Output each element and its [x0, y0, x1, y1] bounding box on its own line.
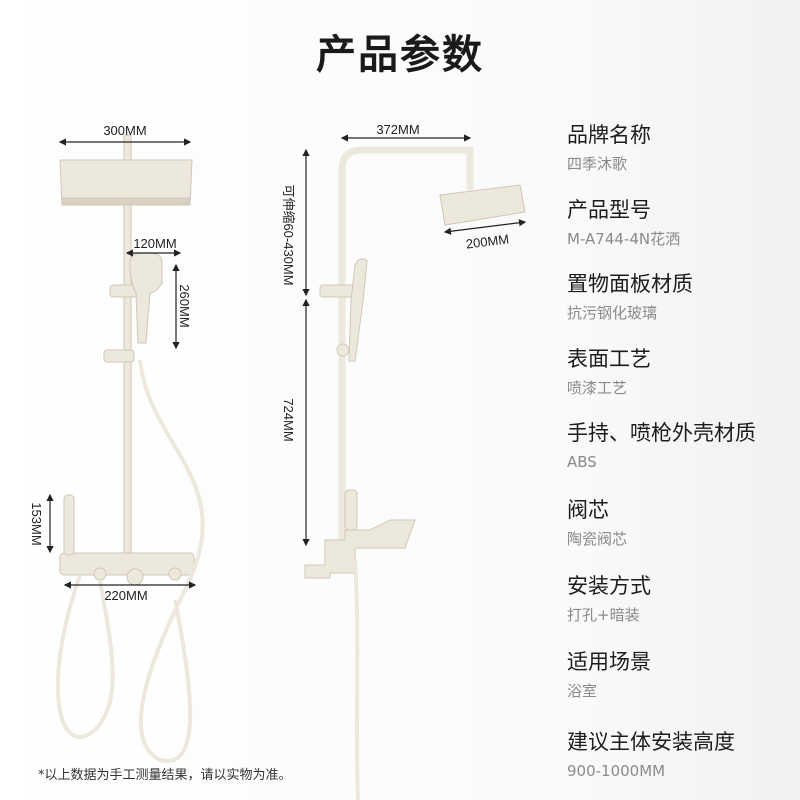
spec-value: 浴室 [567, 682, 598, 700]
dim-adjustable: 可伸缩60-430MM [281, 184, 296, 285]
spec-height: 建议主体安装高度 900-1000MM [567, 729, 735, 781]
spec-model: 产品型号 M-A744-4N花洒 [567, 197, 680, 249]
spec-valve: 阀芯陶瓷阀芯 [567, 497, 627, 549]
spec-label: 建议主体安装高度 [567, 730, 735, 754]
spec-label: 置物面板材质 [567, 272, 693, 296]
spec-label: 适用场景 [567, 650, 651, 674]
spec-label: 表面工艺 [567, 347, 651, 371]
dim-220: 220MM [104, 588, 147, 603]
spec-label: 阀芯 [567, 498, 609, 522]
dim-372: 372MM [376, 122, 419, 137]
spec-label: 产品型号 [567, 198, 651, 222]
spec-brand: 品牌名称四季沐歌 [567, 122, 651, 174]
right-shower [304, 146, 526, 800]
footnote: *以上数据为手工测量结果，请以实物为准。 [38, 768, 292, 783]
dim-200: 200MM [465, 231, 510, 251]
spec-value: 四季沐歌 [567, 155, 628, 173]
spec-value: M-A744-4N花洒 [567, 230, 681, 248]
spec-value: 抗污钢化玻璃 [567, 304, 658, 322]
spec-value: ABS [567, 453, 597, 471]
spec-shell-material: 手持、喷枪外壳材质 ABS [567, 420, 756, 472]
spec-label: 安装方式 [567, 574, 651, 598]
dim-300: 300MM [103, 123, 146, 138]
spec-value: 喷漆工艺 [567, 379, 628, 397]
spec-label: 品牌名称 [567, 123, 651, 147]
spec-value: 900-1000MM [567, 762, 666, 780]
spec-scene: 适用场景浴室 [567, 649, 651, 701]
page-title: 产品参数 [316, 32, 484, 78]
spec-label: 手持、喷枪外壳材质 [567, 421, 756, 445]
dim-260: 260MM [177, 284, 192, 327]
dim-153: 153MM [29, 502, 44, 545]
spec-install: 安装方式打孔+暗装 [567, 573, 651, 625]
spec-value: 打孔+暗装 [567, 606, 640, 624]
dimension-lines [46, 134, 527, 589]
dim-724: 724MM [281, 398, 296, 441]
spec-value: 陶瓷阀芯 [567, 530, 628, 548]
spec-panel-material: 置物面板材质抗污钢化玻璃 [567, 271, 693, 323]
left-shower [55, 134, 205, 763]
dim-120: 120MM [133, 236, 176, 251]
spec-surface: 表面工艺喷漆工艺 [567, 346, 651, 398]
